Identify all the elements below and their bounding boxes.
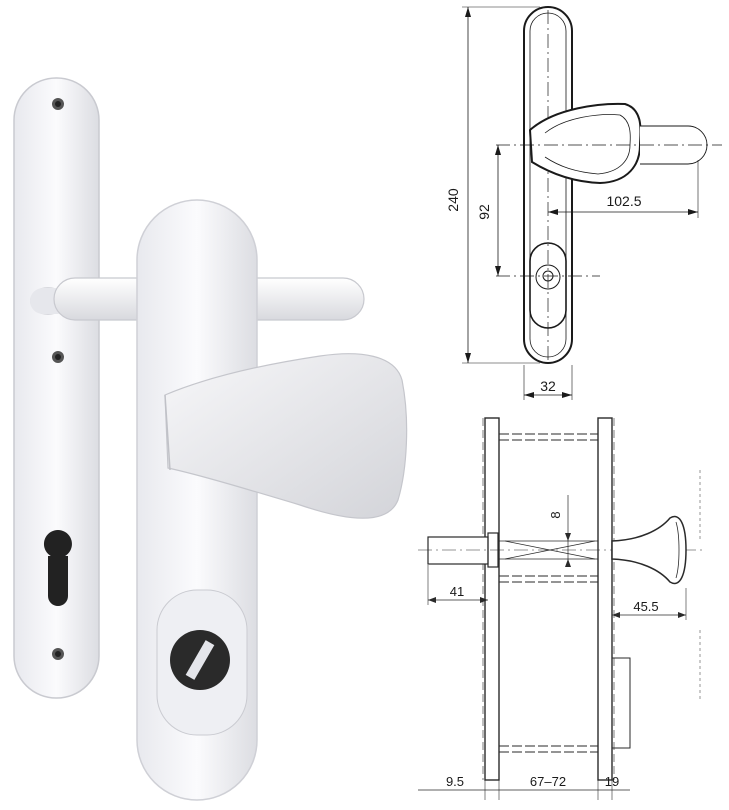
front-drawing-labels: 240 92 102.5 32 <box>445 188 642 394</box>
dim-label-door: 67–72 <box>530 774 566 789</box>
knob-outline <box>528 102 642 185</box>
dim-label-plate-right: 19 <box>605 774 619 789</box>
cylinder-cutout <box>43 530 72 606</box>
pull-knob <box>164 353 408 519</box>
side-drawing <box>418 417 705 800</box>
dim-label-knob-projection: 45.5 <box>633 599 658 614</box>
dim-label-spindle: 41 <box>450 584 464 599</box>
side-drawing-labels: 8 41 45.5 9.5 67–72 19 <box>446 511 659 789</box>
left-plate-section <box>484 417 500 781</box>
back-plate <box>13 77 100 699</box>
right-plate-section <box>597 417 613 781</box>
knob-side-outline <box>611 515 687 585</box>
product-render <box>13 77 408 801</box>
dim-label-height: 240 <box>445 188 461 212</box>
front-plate-outline <box>523 6 573 364</box>
dim-label-plate-left: 9.5 <box>446 774 464 789</box>
dim-label-spindle-square: 8 <box>548 511 563 518</box>
dim-label-center: 92 <box>476 204 492 220</box>
front-drawing <box>462 6 722 400</box>
dim-label-projection: 102.5 <box>606 193 641 209</box>
dim-label-width: 32 <box>540 378 556 394</box>
front-plate <box>136 199 258 801</box>
